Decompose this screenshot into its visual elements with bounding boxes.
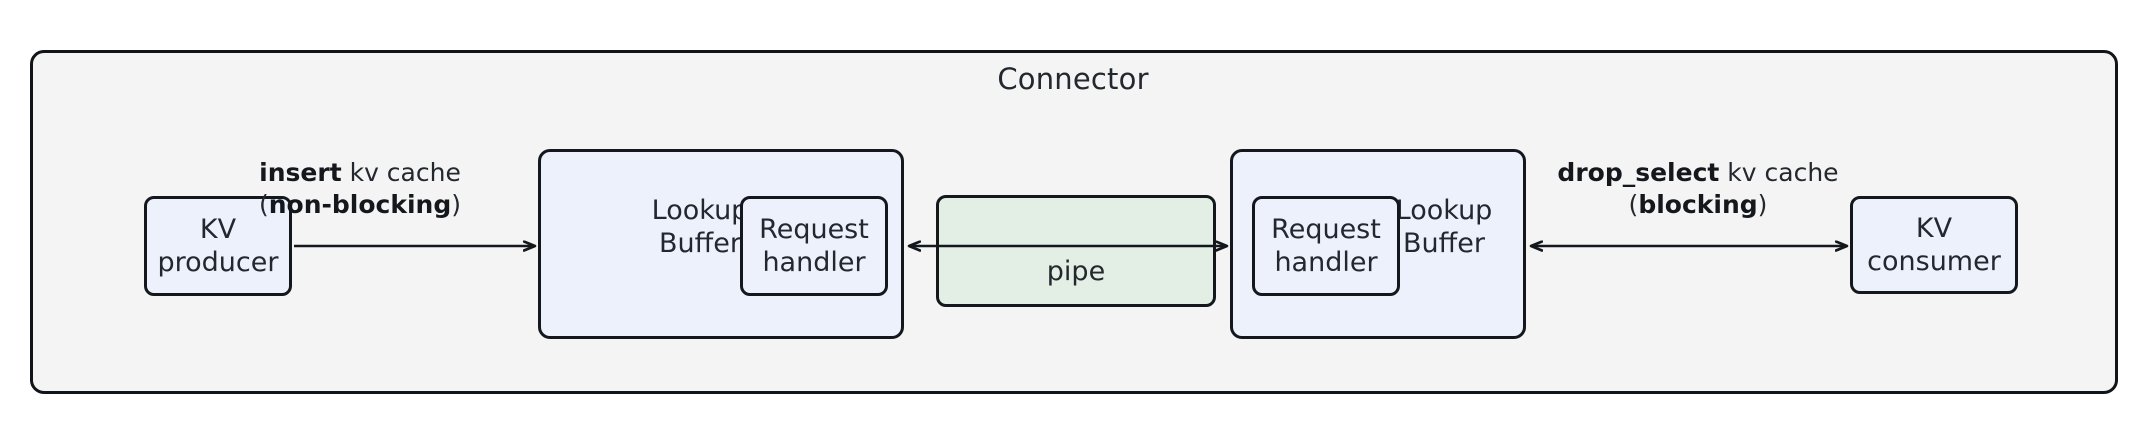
drop-select-edge-label: drop_select kv cache (blocking) — [1530, 157, 1866, 221]
insert-edge-label: insert kv cache (non-blocking) — [180, 157, 540, 221]
kv-consumer-label-line1: KV — [1915, 212, 1953, 244]
left-lookup-buffer-label: Lookup Buffer — [640, 194, 760, 261]
kv-producer-label-line2: producer — [157, 247, 279, 278]
drop-select-edge-label-keyword: drop_select — [1557, 158, 1720, 187]
pipe-label: pipe — [1046, 255, 1106, 287]
right-request-handler-label-line1: Request — [1271, 213, 1381, 245]
insert-edge-label-mode: non-blocking — [268, 190, 452, 219]
right-lookup-buffer-label: Lookup Buffer — [1384, 194, 1504, 261]
drop-select-edge-label-paren-open: ( — [1628, 190, 1639, 219]
drop-select-edge-label-mode: blocking — [1638, 190, 1758, 219]
left-lookup-buffer-label-line2: Buffer — [659, 228, 741, 260]
left-request-handler-label-line1: Request — [759, 213, 869, 245]
left-request-handler-label-line2: handler — [762, 247, 866, 278]
right-request-handler-label-line2: handler — [1274, 247, 1378, 278]
connector-title: Connector — [997, 62, 1149, 96]
kv-consumer-label-line2: consumer — [1867, 246, 2001, 277]
insert-edge-label-line1: insert kv cache — [180, 157, 540, 189]
insert-edge-label-line2: (non-blocking) — [180, 189, 540, 221]
insert-edge-label-keyword: insert — [259, 158, 342, 187]
insert-edge-label-rest: kv cache — [341, 158, 461, 187]
drop-select-edge-label-rest: kv cache — [1719, 158, 1839, 187]
drop-select-edge-label-paren-close: ) — [1757, 190, 1768, 219]
pipe-node: pipe — [936, 195, 1216, 307]
drop-select-edge-label-line2: (blocking) — [1530, 189, 1866, 221]
drop-select-edge-label-line1: drop_select kv cache — [1530, 157, 1866, 189]
right-lookup-buffer-label-line1: Lookup — [1395, 195, 1493, 226]
insert-edge-label-paren-open: ( — [258, 190, 269, 219]
left-lookup-buffer-label-line1: Lookup — [651, 195, 749, 226]
right-lookup-buffer-label-line2: Buffer — [1403, 228, 1485, 260]
insert-edge-label-paren-close: ) — [451, 190, 462, 219]
left-lookup-buffer-node — [538, 149, 904, 339]
kv-producer-label-line1: KV — [199, 213, 237, 245]
